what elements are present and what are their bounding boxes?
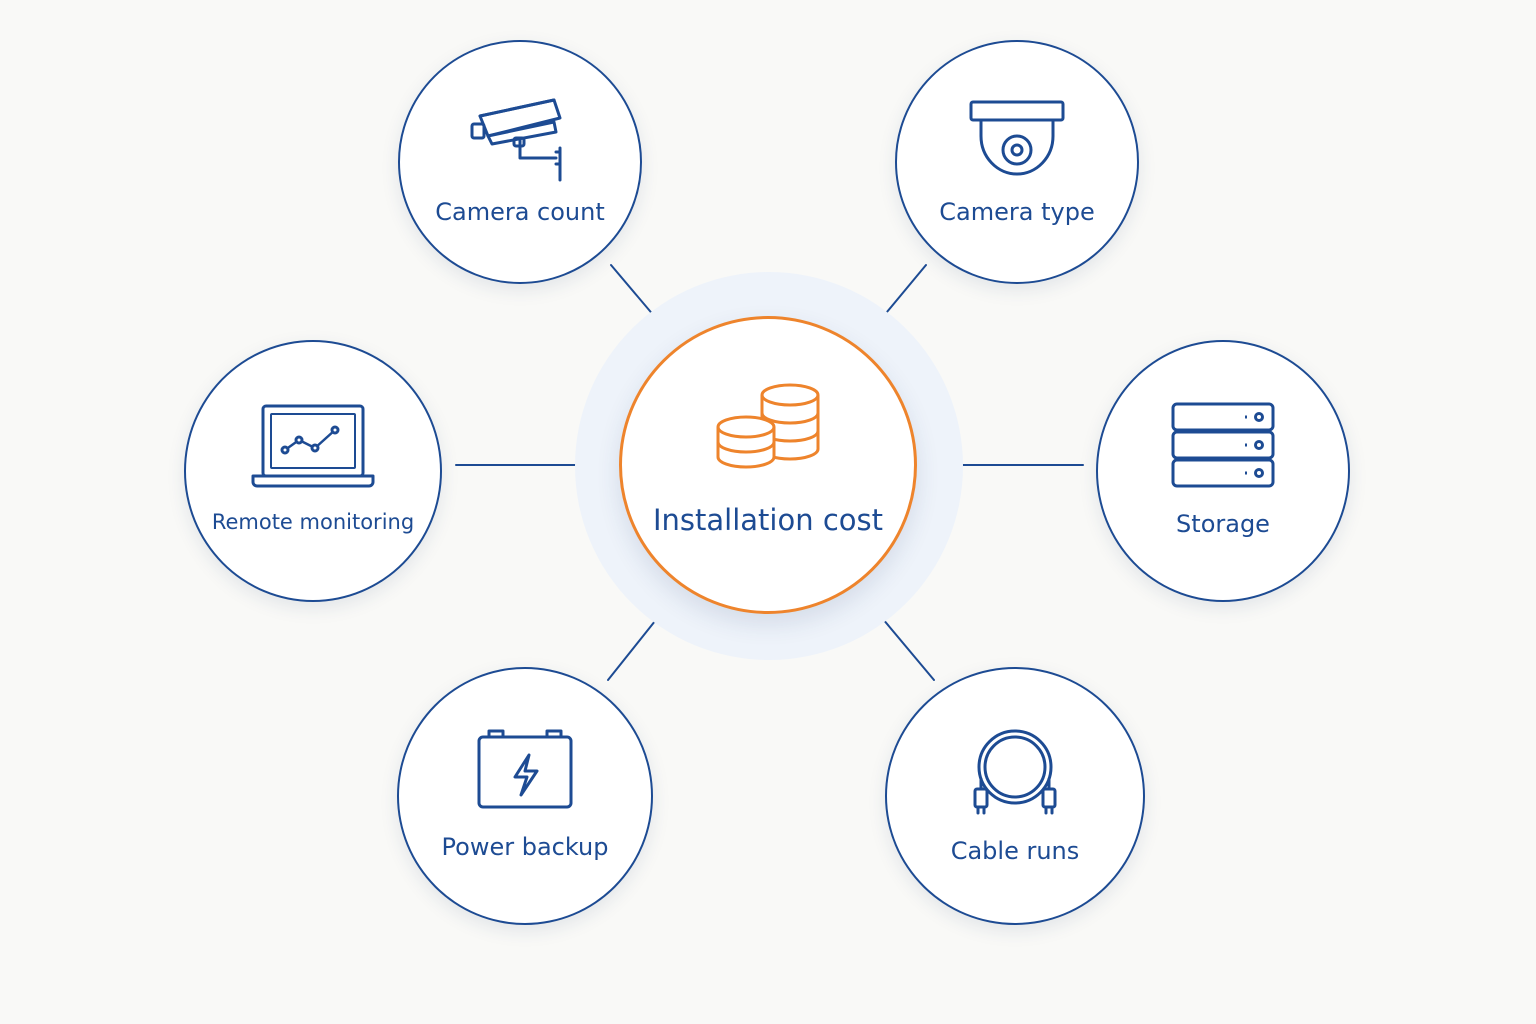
laptop-chart-icon xyxy=(251,402,375,494)
factor-power-backup: Power backup xyxy=(397,667,653,925)
factor-label: Remote monitoring xyxy=(211,510,415,534)
dome-camera-icon xyxy=(967,98,1067,186)
factor-storage: Storage xyxy=(1096,340,1350,602)
factor-remote-monitoring: Remote monitoring xyxy=(184,340,442,602)
factor-cable-runs: Cable runs xyxy=(885,667,1145,925)
server-storage-icon xyxy=(1169,400,1277,496)
factor-label: Camera type xyxy=(939,198,1095,226)
battery-bolt-icon xyxy=(475,727,575,815)
factor-camera-count: Camera count xyxy=(398,40,642,284)
installation-cost-node: Installation cost xyxy=(619,316,917,614)
center-label: Installation cost xyxy=(652,503,883,537)
factor-label: Camera count xyxy=(435,198,605,226)
cctv-camera-icon xyxy=(468,94,572,190)
factor-label: Power backup xyxy=(441,833,609,861)
factor-camera-type: Camera type xyxy=(895,40,1139,284)
arrow-storage xyxy=(941,457,1084,473)
factor-label: Storage xyxy=(1176,510,1270,538)
factor-label: Cable runs xyxy=(950,837,1080,865)
cable-coil-icon xyxy=(959,727,1071,823)
coins-icon xyxy=(716,379,820,479)
